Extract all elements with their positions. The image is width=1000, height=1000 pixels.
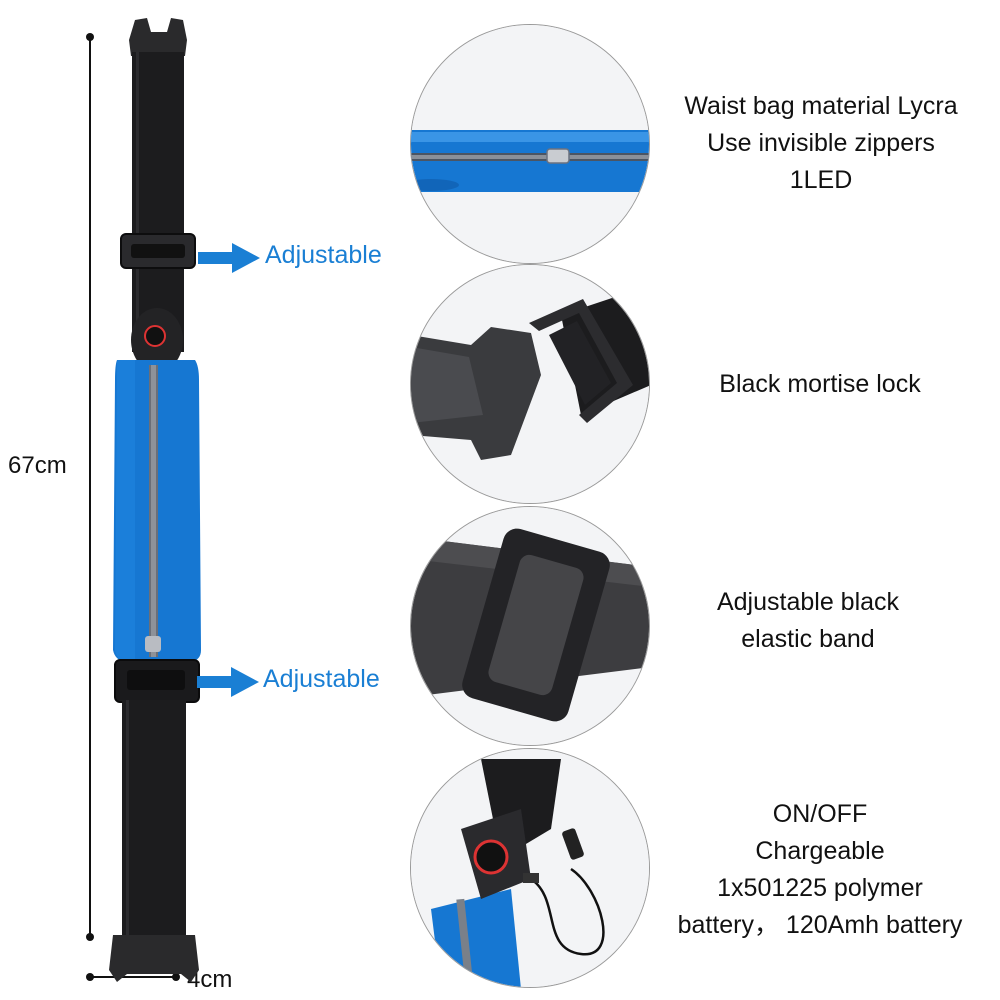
feature-line: Waist bag material Lycra <box>684 92 958 120</box>
feature-line: 1LED <box>789 166 853 194</box>
adjustable-label-top: Adjustable <box>265 241 382 269</box>
height-dimension-top-dot <box>86 33 94 41</box>
height-dimension-label: 67cm <box>8 452 67 479</box>
waist-belt-image <box>109 18 201 982</box>
height-dimension-line <box>89 37 91 938</box>
feature-line: ON/OFF <box>772 800 868 828</box>
width-dimension-left-dot <box>86 973 94 981</box>
elastic-band-closeup-circle <box>410 506 650 746</box>
height-dimension-bottom-dot <box>86 933 94 941</box>
feature-desc-charging: ON/OFF Chargeable 1x501225 polymer batte… <box>650 796 990 944</box>
adjustable-label-bottom: Adjustable <box>263 665 380 693</box>
width-dimension-right-dot <box>172 973 180 981</box>
feature-line: Chargeable <box>755 837 885 865</box>
feature-line: battery， 120Amh battery <box>677 911 963 939</box>
top-buckle <box>129 18 187 56</box>
buckle-closeup-circle <box>410 264 650 504</box>
adjustable-arrow-icon-bottom <box>197 667 259 697</box>
feature-line: elastic band <box>741 625 875 653</box>
width-dimension-line <box>89 976 177 978</box>
bottom-buckle <box>109 935 199 982</box>
feature-desc-lock: Black mortise lock <box>690 366 950 403</box>
feature-line: Black mortise lock <box>719 370 921 398</box>
led-charging-closeup-circle <box>410 748 650 988</box>
feature-line: 1x501225 polymer <box>717 874 923 902</box>
feature-desc-pouch: Waist bag material Lycra Use invisible z… <box>654 88 988 199</box>
bottom-strap <box>122 700 186 940</box>
zipper-closeup-circle <box>410 24 650 264</box>
top-strap <box>132 52 184 352</box>
feature-line: Adjustable black <box>716 588 900 616</box>
feature-desc-band: Adjustable black elastic band <box>668 584 948 658</box>
feature-line: Use invisible zippers <box>707 129 935 157</box>
adjustable-arrow-icon-top <box>198 243 260 273</box>
